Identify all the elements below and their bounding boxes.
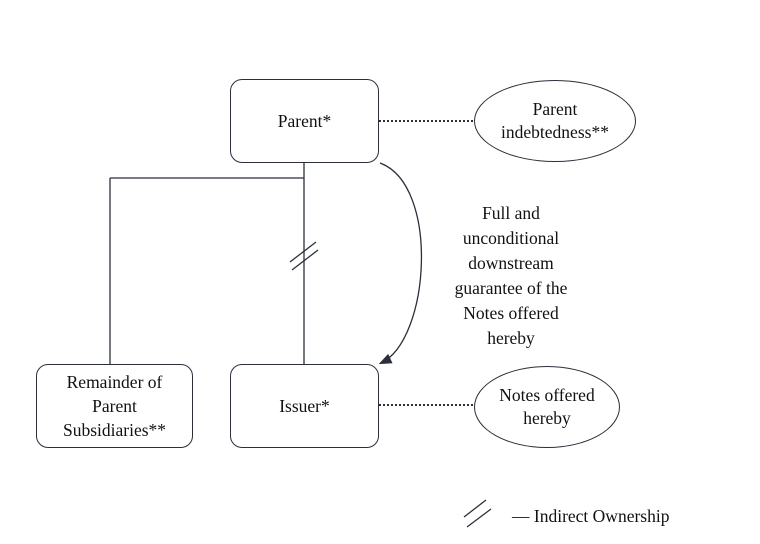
parent-indebtedness-ellipse: Parent indebtedness**: [474, 80, 636, 162]
parent-box: Parent*: [230, 79, 379, 163]
remainder-subsidiaries-box: Remainder of Parent Subsidiaries**: [36, 364, 193, 448]
indirect-ownership-mark: [289, 241, 319, 271]
legend-ownership-mark: [463, 499, 492, 528]
legend-indirect-ownership-label: — Indirect Ownership: [512, 506, 670, 526]
guarantee-arrow: [378, 162, 423, 365]
issuer-box: Issuer*: [230, 364, 379, 448]
notes-offered-ellipse: Notes offered hereby: [474, 366, 620, 448]
guarantee-label: Full and unconditional downstream guaran…: [454, 203, 568, 348]
